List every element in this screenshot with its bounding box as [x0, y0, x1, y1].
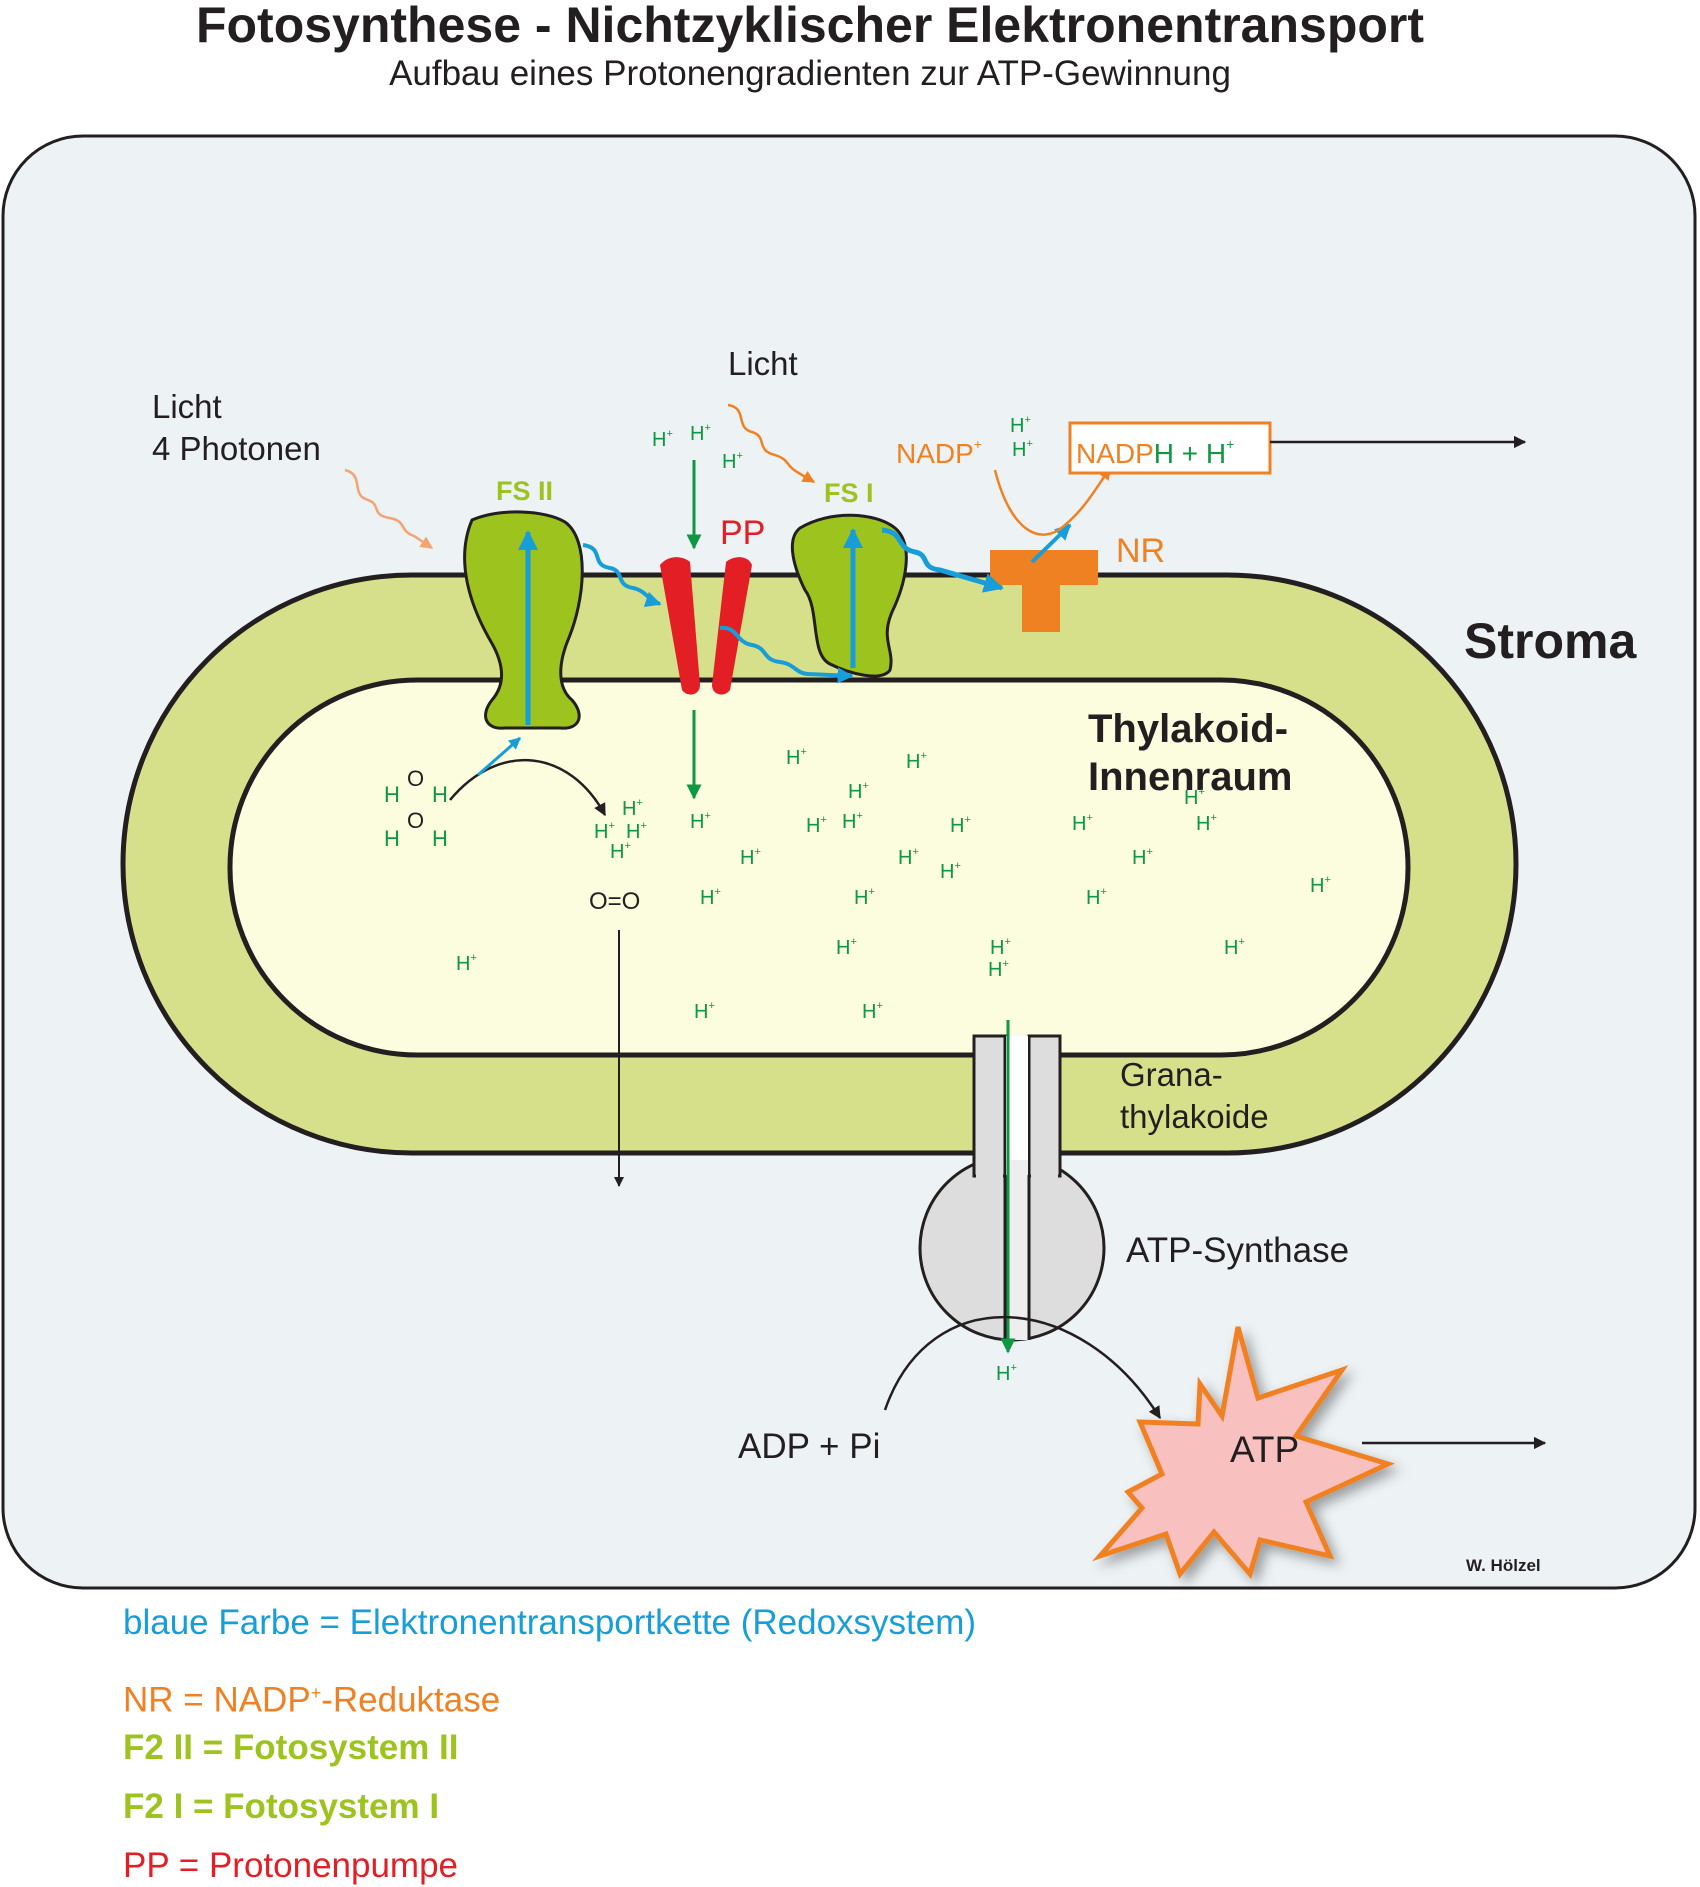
proton: H+: [626, 820, 647, 843]
oxygen-molecule: O=O: [589, 888, 640, 915]
lumen-label-1: Thylakoid-: [1088, 707, 1288, 751]
proton: H+: [694, 1000, 715, 1023]
proton: H+: [622, 797, 643, 820]
atp-star: [1092, 1326, 1395, 1580]
light-arrow-left: [344, 468, 434, 550]
electron-path-pp-fs1: [719, 625, 854, 684]
proton: H+: [690, 810, 711, 833]
proton: H+: [988, 958, 1009, 981]
proton: H+: [1196, 812, 1217, 835]
atp-label: ATP: [1230, 1429, 1299, 1470]
nadp-reduction-arc: [993, 466, 1112, 536]
stroma-label: Stroma: [1464, 613, 1637, 669]
photosystem-2: [463, 510, 584, 730]
proton: H+: [990, 936, 1011, 959]
proton-pump: [660, 557, 752, 695]
page-subtitle: Aufbau eines Protonengradienten zur ATP-…: [389, 54, 1231, 93]
proton: H+: [1012, 438, 1033, 461]
nadp-reductase: [990, 550, 1098, 632]
proton: H+: [836, 936, 857, 959]
light-left-label-1: Licht: [152, 388, 222, 425]
grana-label-2: thylakoide: [1120, 1098, 1269, 1135]
legend-item: F2 II = Fotosystem II: [123, 1728, 459, 1767]
photosystem-1: [790, 513, 908, 678]
fs2-label: FS II: [496, 476, 553, 506]
proton: H+: [806, 814, 827, 837]
nr-electron-arrow: [1030, 523, 1072, 564]
svg-text:H: H: [384, 782, 400, 807]
proton: H+: [1010, 414, 1031, 437]
nadph-box: [1068, 421, 1272, 475]
light-left-label-2: 4 Photonen: [152, 430, 321, 467]
proton: H+: [898, 846, 919, 869]
proton: H+: [652, 428, 673, 451]
proton: H+: [1086, 886, 1107, 909]
proton: H+: [1224, 936, 1245, 959]
proton: H+: [456, 952, 477, 975]
fs1-label: FS I: [824, 478, 874, 508]
electron-path-fs2-pp: [582, 543, 662, 608]
proton: H+: [786, 746, 807, 769]
adp-atp-arc: [883, 1315, 1162, 1420]
water-splitting-arc: [449, 758, 607, 817]
proton: H+: [722, 450, 743, 473]
proton: H+: [940, 860, 961, 883]
proton: H+: [610, 840, 631, 863]
lumen-label-2: Innenraum: [1088, 755, 1292, 799]
light-arrow-top: [727, 403, 816, 484]
proton: H+: [1132, 846, 1153, 869]
electron-path-fs1-nr: [881, 527, 1004, 593]
proton: H+: [700, 886, 721, 909]
atp-synthase-label: ATP-Synthase: [1126, 1231, 1349, 1270]
protons: H+H+H+H+H+H+H+H+H+H+H+H+H+H+H+H+H+H+H+H+…: [456, 414, 1331, 1385]
proton: H+: [996, 1362, 1017, 1385]
proton: H+: [854, 886, 875, 909]
svg-text:H: H: [384, 826, 400, 851]
water-molecules: O H H O H H: [384, 766, 448, 851]
proton: H+: [842, 810, 863, 833]
adp-label: ADP + Pi: [738, 1427, 880, 1466]
page-title: Fotosynthese - Nichtzyklischer Elektrone…: [195, 0, 1425, 53]
legend-item: F2 I = Fotosystem I: [123, 1787, 440, 1826]
light-top-label: Licht: [728, 345, 798, 382]
svg-text:H: H: [432, 782, 448, 807]
proton: H+: [1184, 786, 1205, 809]
grana-label-1: Grana-: [1120, 1056, 1223, 1093]
proton: H+: [862, 1000, 883, 1023]
proton: H+: [848, 780, 869, 803]
legend-item: NR = NADP+-Reduktase: [123, 1680, 501, 1720]
author-label: W. Hölzel: [1466, 1556, 1541, 1575]
proton: H+: [690, 422, 711, 445]
proton: H+: [1310, 874, 1331, 897]
proton: H+: [906, 750, 927, 773]
legend-item: PP = Protonenpumpe: [123, 1846, 459, 1885]
nadp-label: NADP+: [896, 436, 982, 469]
water-electron-arrow: [477, 736, 521, 777]
atp-synthase: [918, 1034, 1106, 1342]
proton: H+: [950, 814, 971, 837]
svg-text:O: O: [407, 766, 424, 791]
pp-label: PP: [720, 514, 765, 552]
nr-label: NR: [1116, 532, 1165, 570]
proton: H+: [594, 820, 615, 843]
proton: H+: [740, 846, 761, 869]
proton: H+: [1072, 812, 1093, 835]
svg-text:O: O: [407, 808, 424, 833]
legend-item: blaue Farbe = Elektronentransportkette (…: [123, 1603, 977, 1642]
thylakoid-lumen: [227, 677, 1411, 1058]
nadph-label: NADPH + H+: [1076, 436, 1234, 469]
svg-text:H: H: [432, 826, 448, 851]
